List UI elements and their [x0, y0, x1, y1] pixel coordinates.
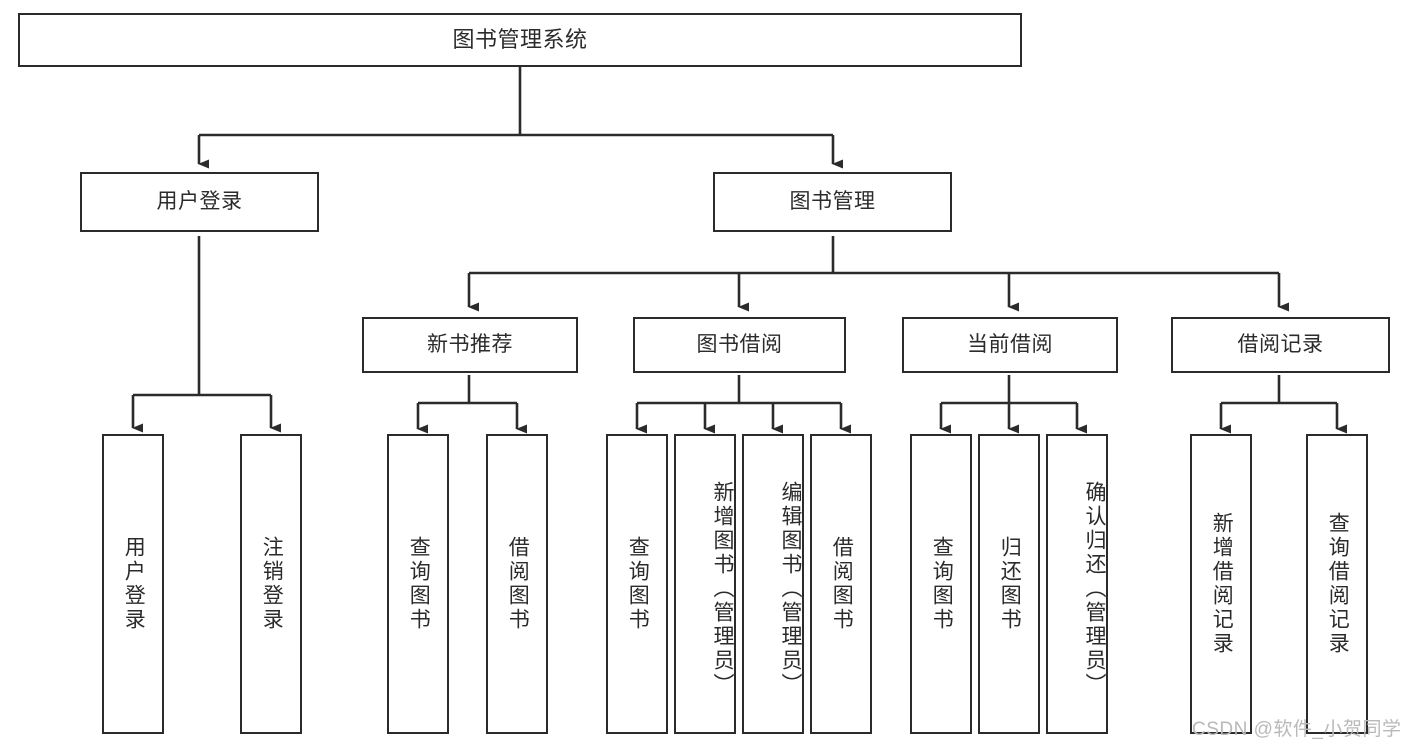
node-label: 查询图书 [930, 536, 954, 632]
leaf-logout[interactable]: 注销登录 [240, 434, 302, 734]
node-borrowing-record[interactable]: 借阅记录 [1171, 317, 1390, 373]
leaf-borrow-book-borrowing[interactable]: 借阅图书 [810, 434, 872, 734]
node-current-borrowing[interactable]: 当前借阅 [902, 317, 1118, 373]
node-label: 编辑图书（管理员） [779, 481, 802, 697]
leaf-query-book-new-book-rec[interactable]: 查询图书 [387, 434, 449, 734]
node-label: 查询图书 [407, 536, 431, 632]
node-label: 借阅图书 [830, 536, 854, 632]
node-label: 借阅记录 [1237, 332, 1324, 356]
leaf-confirm-return-admin[interactable]: 确认归还（管理员） [1046, 434, 1108, 734]
node-label: 确认归还（管理员） [1083, 481, 1106, 697]
node-label: 用户登录 [122, 536, 146, 632]
node-label: 图书借阅 [696, 332, 783, 356]
leaf-add-borrowing-record[interactable]: 新增借阅记录 [1190, 434, 1252, 734]
leaf-query-book-borrowing[interactable]: 查询图书 [606, 434, 668, 734]
node-root-book-management-system[interactable]: 图书管理系统 [18, 13, 1022, 67]
node-label: 新增借阅记录 [1210, 512, 1234, 656]
node-label: 新增图书（管理员） [711, 481, 734, 697]
leaf-query-book-current[interactable]: 查询图书 [910, 434, 972, 734]
node-label: 归还图书 [998, 536, 1022, 632]
node-label: 新书推荐 [427, 332, 513, 356]
node-label: 图书管理 [789, 189, 876, 213]
node-new-book-recommendation[interactable]: 新书推荐 [362, 317, 578, 373]
node-book-borrowing[interactable]: 图书借阅 [633, 317, 846, 373]
node-user-login[interactable]: 用户登录 [80, 172, 319, 232]
leaf-query-borrowing-record[interactable]: 查询借阅记录 [1306, 434, 1368, 734]
node-label: 借阅图书 [506, 536, 530, 632]
leaf-edit-book-admin[interactable]: 编辑图书（管理员） [742, 434, 804, 734]
leaf-return-book[interactable]: 归还图书 [978, 434, 1040, 734]
node-label: 注销登录 [260, 536, 284, 632]
csdn-watermark: CSDN @软件_小贺同学 [1192, 719, 1402, 740]
leaf-borrow-book-new-book-rec[interactable]: 借阅图书 [486, 434, 548, 734]
node-label: 用户登录 [156, 189, 243, 213]
node-label: 查询图书 [626, 536, 650, 632]
node-book-management[interactable]: 图书管理 [713, 172, 952, 232]
leaf-add-book-admin[interactable]: 新增图书（管理员） [674, 434, 736, 734]
node-label: 查询借阅记录 [1326, 512, 1350, 656]
node-label: 当前借阅 [967, 332, 1053, 356]
node-label: 图书管理系统 [452, 27, 588, 53]
leaf-user-login[interactable]: 用户登录 [102, 434, 164, 734]
